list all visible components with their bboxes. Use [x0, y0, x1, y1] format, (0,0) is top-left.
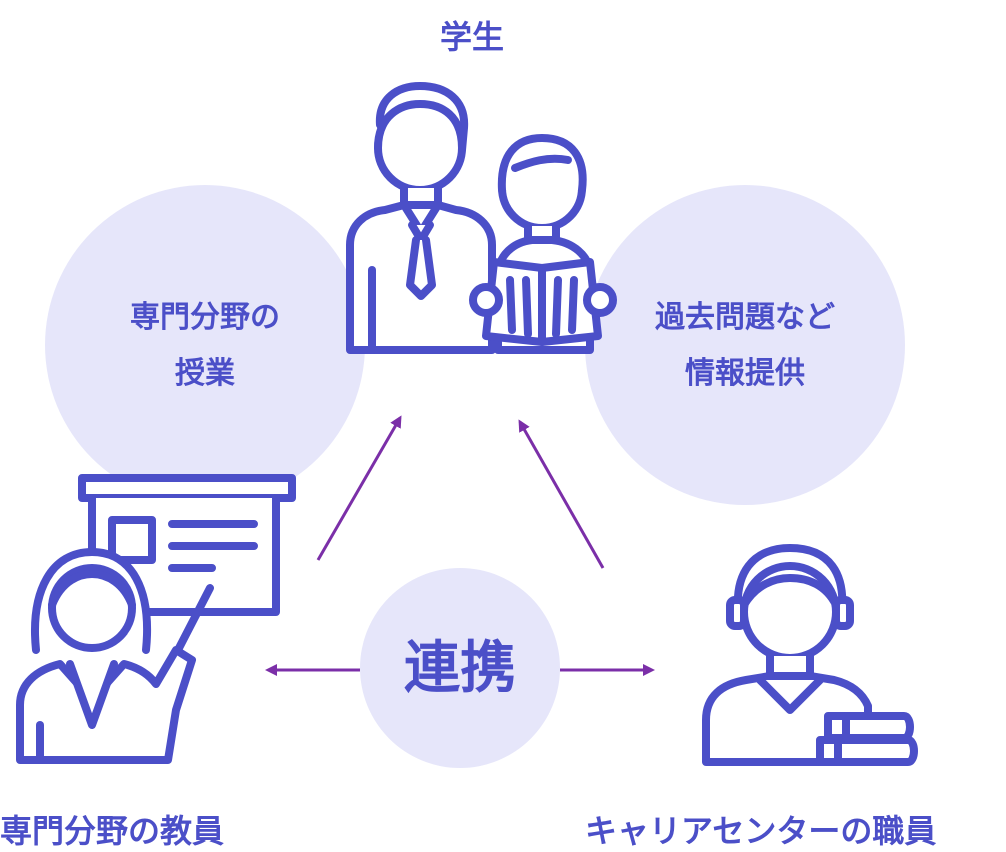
lectures-line-2: 授業 [175, 356, 235, 391]
students-reading-icon [346, 82, 617, 354]
career-staff-label: キャリアセンターの職員 [585, 812, 937, 850]
info-bubble [585, 185, 905, 505]
students-label: 学生 [440, 18, 505, 56]
info-line-2: 情報提供 [685, 356, 805, 391]
lectures-text: 専門分野の 授業 [75, 290, 335, 402]
arrow-faculty-to-students [316, 415, 402, 561]
arrow-staff-to-students [518, 419, 605, 569]
lectures-bubble [45, 185, 365, 505]
teacher-presenting-icon [16, 474, 296, 764]
info-text: 過去問題など 情報提供 [600, 290, 890, 402]
faculty-label: 専門分野の教員 [0, 812, 225, 850]
lectures-line-1: 専門分野の [130, 300, 280, 335]
info-line-1: 過去問題など [655, 300, 835, 335]
collaboration-bubble [360, 568, 560, 768]
staff-with-books-icon [702, 544, 918, 766]
collaboration-text: 連携 [404, 636, 516, 701]
